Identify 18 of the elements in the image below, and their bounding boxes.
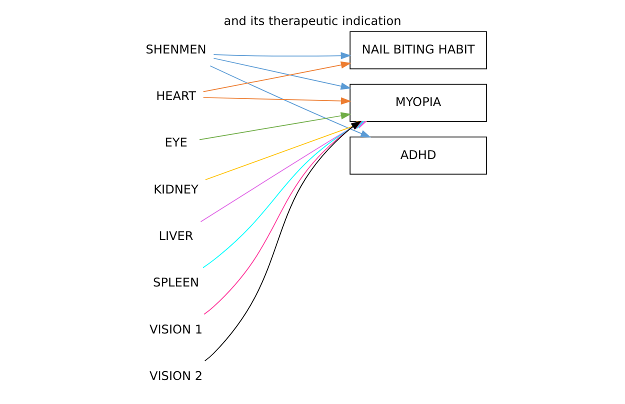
node-text: SPLEEN xyxy=(153,276,200,290)
node-box: ADHD xyxy=(350,136,487,175)
arrow xyxy=(213,58,352,90)
node-text: HEART xyxy=(156,89,196,104)
arrow xyxy=(213,52,352,60)
arrow xyxy=(210,65,372,138)
arrow xyxy=(199,112,352,140)
node-box: NAIL BITING HABIT xyxy=(350,31,487,70)
node-text: EYE xyxy=(164,136,188,150)
node-text: KIDNEY xyxy=(154,182,198,196)
node-text: SHENMEN xyxy=(146,42,206,56)
node-text: VISION 1 xyxy=(149,322,203,336)
node-text: LIVER xyxy=(158,228,194,243)
node-text: VISION 2 xyxy=(149,368,203,383)
diagram-title: and its therapeutic indication xyxy=(224,14,402,28)
node-box: MYOPIA xyxy=(350,84,487,122)
arrow xyxy=(202,97,352,105)
arrow xyxy=(202,61,352,92)
